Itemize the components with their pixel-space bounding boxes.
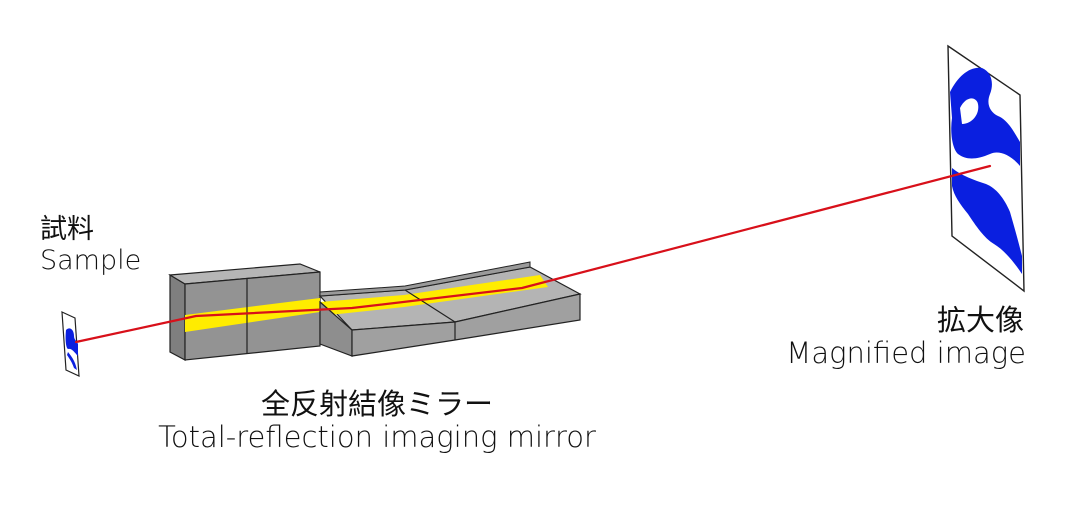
beam-path bbox=[74, 164, 992, 344]
magnified-pattern-upper bbox=[950, 67, 1020, 166]
magnified-pattern-lower bbox=[952, 168, 1022, 274]
first-mirror-block bbox=[168, 263, 321, 361]
mirror-label-en: Total-reflection imaging mirror bbox=[158, 420, 596, 455]
mirror-label: 全反射結像ミラー Total-reflection imaging mirror bbox=[142, 387, 612, 455]
sample-pattern bbox=[65, 328, 78, 370]
magnified-image-label-en: Magnified image bbox=[786, 336, 1026, 371]
mirror-label-jp: 全反射結像ミラー bbox=[260, 387, 493, 421]
sample-label-en: Sample bbox=[40, 245, 142, 277]
first-mirror-reflection-band bbox=[185, 298, 320, 332]
second-mirror-block bbox=[318, 261, 582, 357]
magnified-pattern-upper-notch bbox=[960, 98, 979, 124]
first-mirror-left-face bbox=[169, 273, 186, 361]
magnified-image-label-jp: 拡大像 bbox=[936, 303, 1024, 337]
sample-plate bbox=[61, 311, 80, 377]
magnified-image-label: 拡大像 Magnified image bbox=[786, 303, 1026, 371]
second-mirror-segment-seam bbox=[404, 289, 456, 323]
magnified-image-plate bbox=[947, 44, 1025, 293]
sample-label: 試料 Sample bbox=[40, 214, 141, 276]
sample-label-jp: 試料 bbox=[40, 214, 94, 245]
